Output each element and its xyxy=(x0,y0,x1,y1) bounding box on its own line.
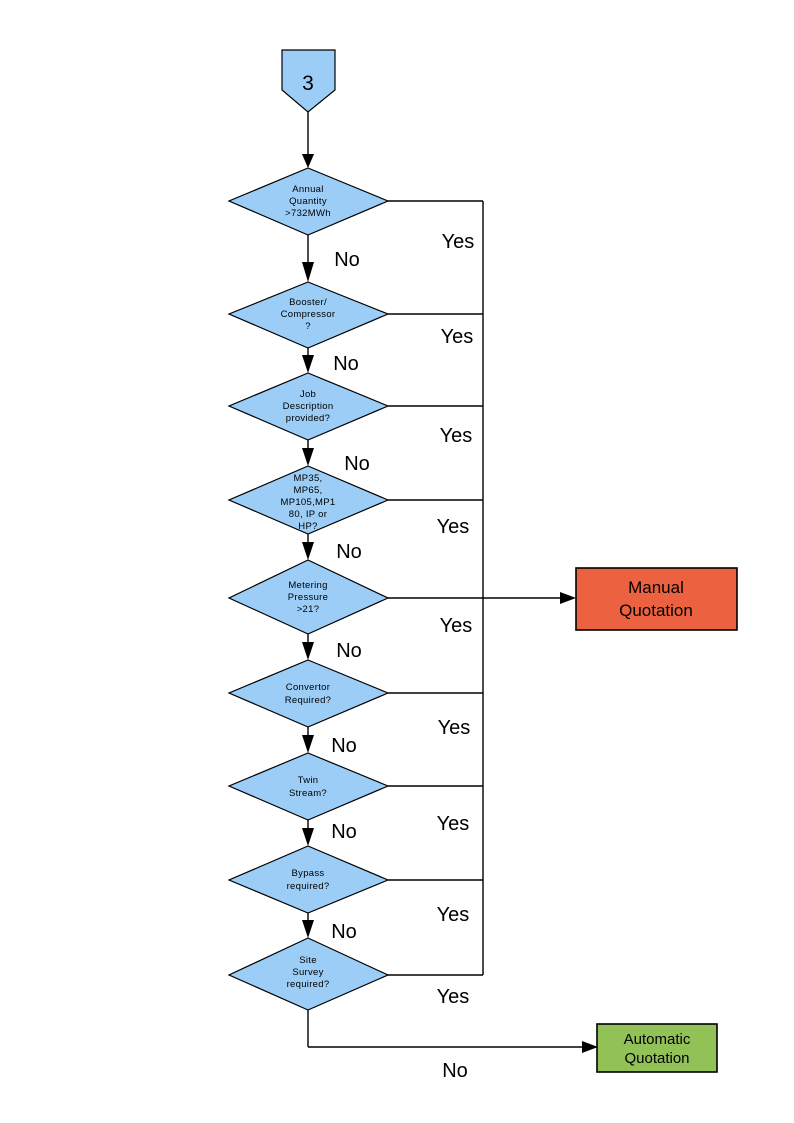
label-twin-stream-yes: Yes xyxy=(437,813,470,835)
label-job-description-no: No xyxy=(344,453,370,475)
decision-site-survey[interactable]: Site Survey required? xyxy=(227,937,390,1011)
label-site-survey-yes: Yes xyxy=(437,986,470,1008)
edge-annual-quantity-no xyxy=(302,235,314,282)
decision-mp-pressure-tier[interactable]: MP35, MP65, MP105,MP1 80, IP or HP? xyxy=(227,465,390,535)
decision-twin-stream[interactable]: Twin Stream? xyxy=(227,752,390,821)
edge-connector-to-annual-quantity xyxy=(302,112,314,168)
label-metering-pressure-no: No xyxy=(336,640,362,662)
edge-twin-stream-no xyxy=(302,820,314,846)
decision-bypass-required-shape xyxy=(227,845,390,914)
edge-job-description-no xyxy=(302,440,314,466)
label-booster-compressor-no: No xyxy=(333,353,359,375)
decision-twin-stream-line-2: Stream? xyxy=(289,788,327,799)
label-mp-pressure-tier-no: No xyxy=(336,541,362,563)
label-convertor-required-no: No xyxy=(331,735,357,757)
label-bypass-required-no: No xyxy=(331,921,357,943)
decision-annual-quantity-line-1: Annual xyxy=(292,184,323,195)
edge-booster-compressor-no xyxy=(302,348,314,373)
decision-metering-pressure-line-3: >21? xyxy=(297,604,320,615)
terminal-automatic-quotation[interactable]: Automatic Quotation xyxy=(596,1023,718,1073)
decision-job-description-line-1: Job xyxy=(300,389,316,400)
label-mp-pressure-tier-yes: Yes xyxy=(437,516,470,538)
label-convertor-required-yes: Yes xyxy=(438,717,471,739)
decision-bypass-required[interactable]: Bypass required? xyxy=(227,845,390,914)
decision-mp-pressure-tier-line-5: HP? xyxy=(298,521,317,532)
decision-bypass-required-line-1: Bypass xyxy=(292,868,325,879)
decision-annual-quantity-line-3: >732MWh xyxy=(285,208,331,219)
decision-convertor-required-shape xyxy=(227,659,390,728)
label-annual-quantity-no: No xyxy=(334,249,360,271)
decision-job-description[interactable]: Job Description provided? xyxy=(227,372,390,441)
decision-metering-pressure[interactable]: Metering Pressure >21? xyxy=(227,559,390,635)
decision-booster-compressor-line-1: Booster/ xyxy=(289,297,327,308)
decision-site-survey-line-2: Survey xyxy=(292,967,323,978)
terminal-automatic-quotation-line-1: Automatic xyxy=(624,1031,691,1048)
terminal-automatic-quotation-line-2: Quotation xyxy=(624,1050,689,1067)
connector-node-3[interactable]: 3 xyxy=(281,49,336,113)
decision-site-survey-line-3: required? xyxy=(287,979,330,990)
decision-convertor-required[interactable]: Convertor Required? xyxy=(227,659,390,728)
decision-job-description-line-2: Description xyxy=(283,401,334,412)
connector-label-3: 3 xyxy=(302,72,314,95)
decision-convertor-required-line-1: Convertor xyxy=(286,682,330,693)
label-site-survey-no: No xyxy=(442,1060,468,1082)
decision-mp-pressure-tier-line-2: MP65, xyxy=(294,485,323,496)
connector-pentagon-shape xyxy=(281,49,336,113)
decision-twin-stream-line-1: Twin xyxy=(298,775,319,786)
label-twin-stream-no: No xyxy=(331,821,357,843)
decision-mp-pressure-tier-line-3: MP105,MP1 xyxy=(281,497,336,508)
decision-bypass-required-line-2: required? xyxy=(287,881,330,892)
decision-annual-quantity[interactable]: Annual Quantity >732MWh xyxy=(227,167,390,236)
decision-booster-compressor-line-3: ? xyxy=(305,321,311,332)
label-job-description-yes: Yes xyxy=(440,425,473,447)
edge-mp-pressure-tier-no xyxy=(302,534,314,560)
terminal-manual-quotation-line-2: Quotation xyxy=(619,601,693,620)
decision-twin-stream-shape xyxy=(227,752,390,821)
label-annual-quantity-yes: Yes xyxy=(442,231,475,253)
decision-job-description-line-3: provided? xyxy=(286,413,330,424)
edge-metering-pressure-no xyxy=(302,634,314,660)
label-bypass-required-yes: Yes xyxy=(437,904,470,926)
decision-booster-compressor[interactable]: Booster/ Compressor ? xyxy=(227,281,390,349)
decision-mp-pressure-tier-line-1: MP35, xyxy=(294,473,323,484)
terminal-manual-quotation-line-1: Manual xyxy=(628,578,684,597)
decision-booster-compressor-line-2: Compressor xyxy=(281,309,336,320)
label-booster-compressor-yes: Yes xyxy=(441,326,474,348)
terminal-automatic-quotation-box xyxy=(596,1023,718,1073)
terminal-manual-quotation-box xyxy=(575,567,738,631)
decision-annual-quantity-line-2: Quantity xyxy=(289,196,327,207)
decision-metering-pressure-line-1: Metering xyxy=(288,580,327,591)
decision-convertor-required-line-2: Required? xyxy=(285,695,332,706)
terminal-manual-quotation[interactable]: Manual Quotation xyxy=(575,567,738,631)
edge-bypass-required-no xyxy=(302,913,314,938)
decision-site-survey-line-1: Site xyxy=(299,955,317,966)
decision-mp-pressure-tier-line-4: 80, IP or xyxy=(289,509,327,520)
decision-metering-pressure-line-2: Pressure xyxy=(288,592,328,603)
edge-convertor-required-no xyxy=(302,727,314,753)
label-metering-pressure-yes: Yes xyxy=(440,615,473,637)
edge-metering-pressure-yes-to-manual xyxy=(388,592,576,604)
edge-site-survey-no-to-automatic xyxy=(307,1010,598,1053)
